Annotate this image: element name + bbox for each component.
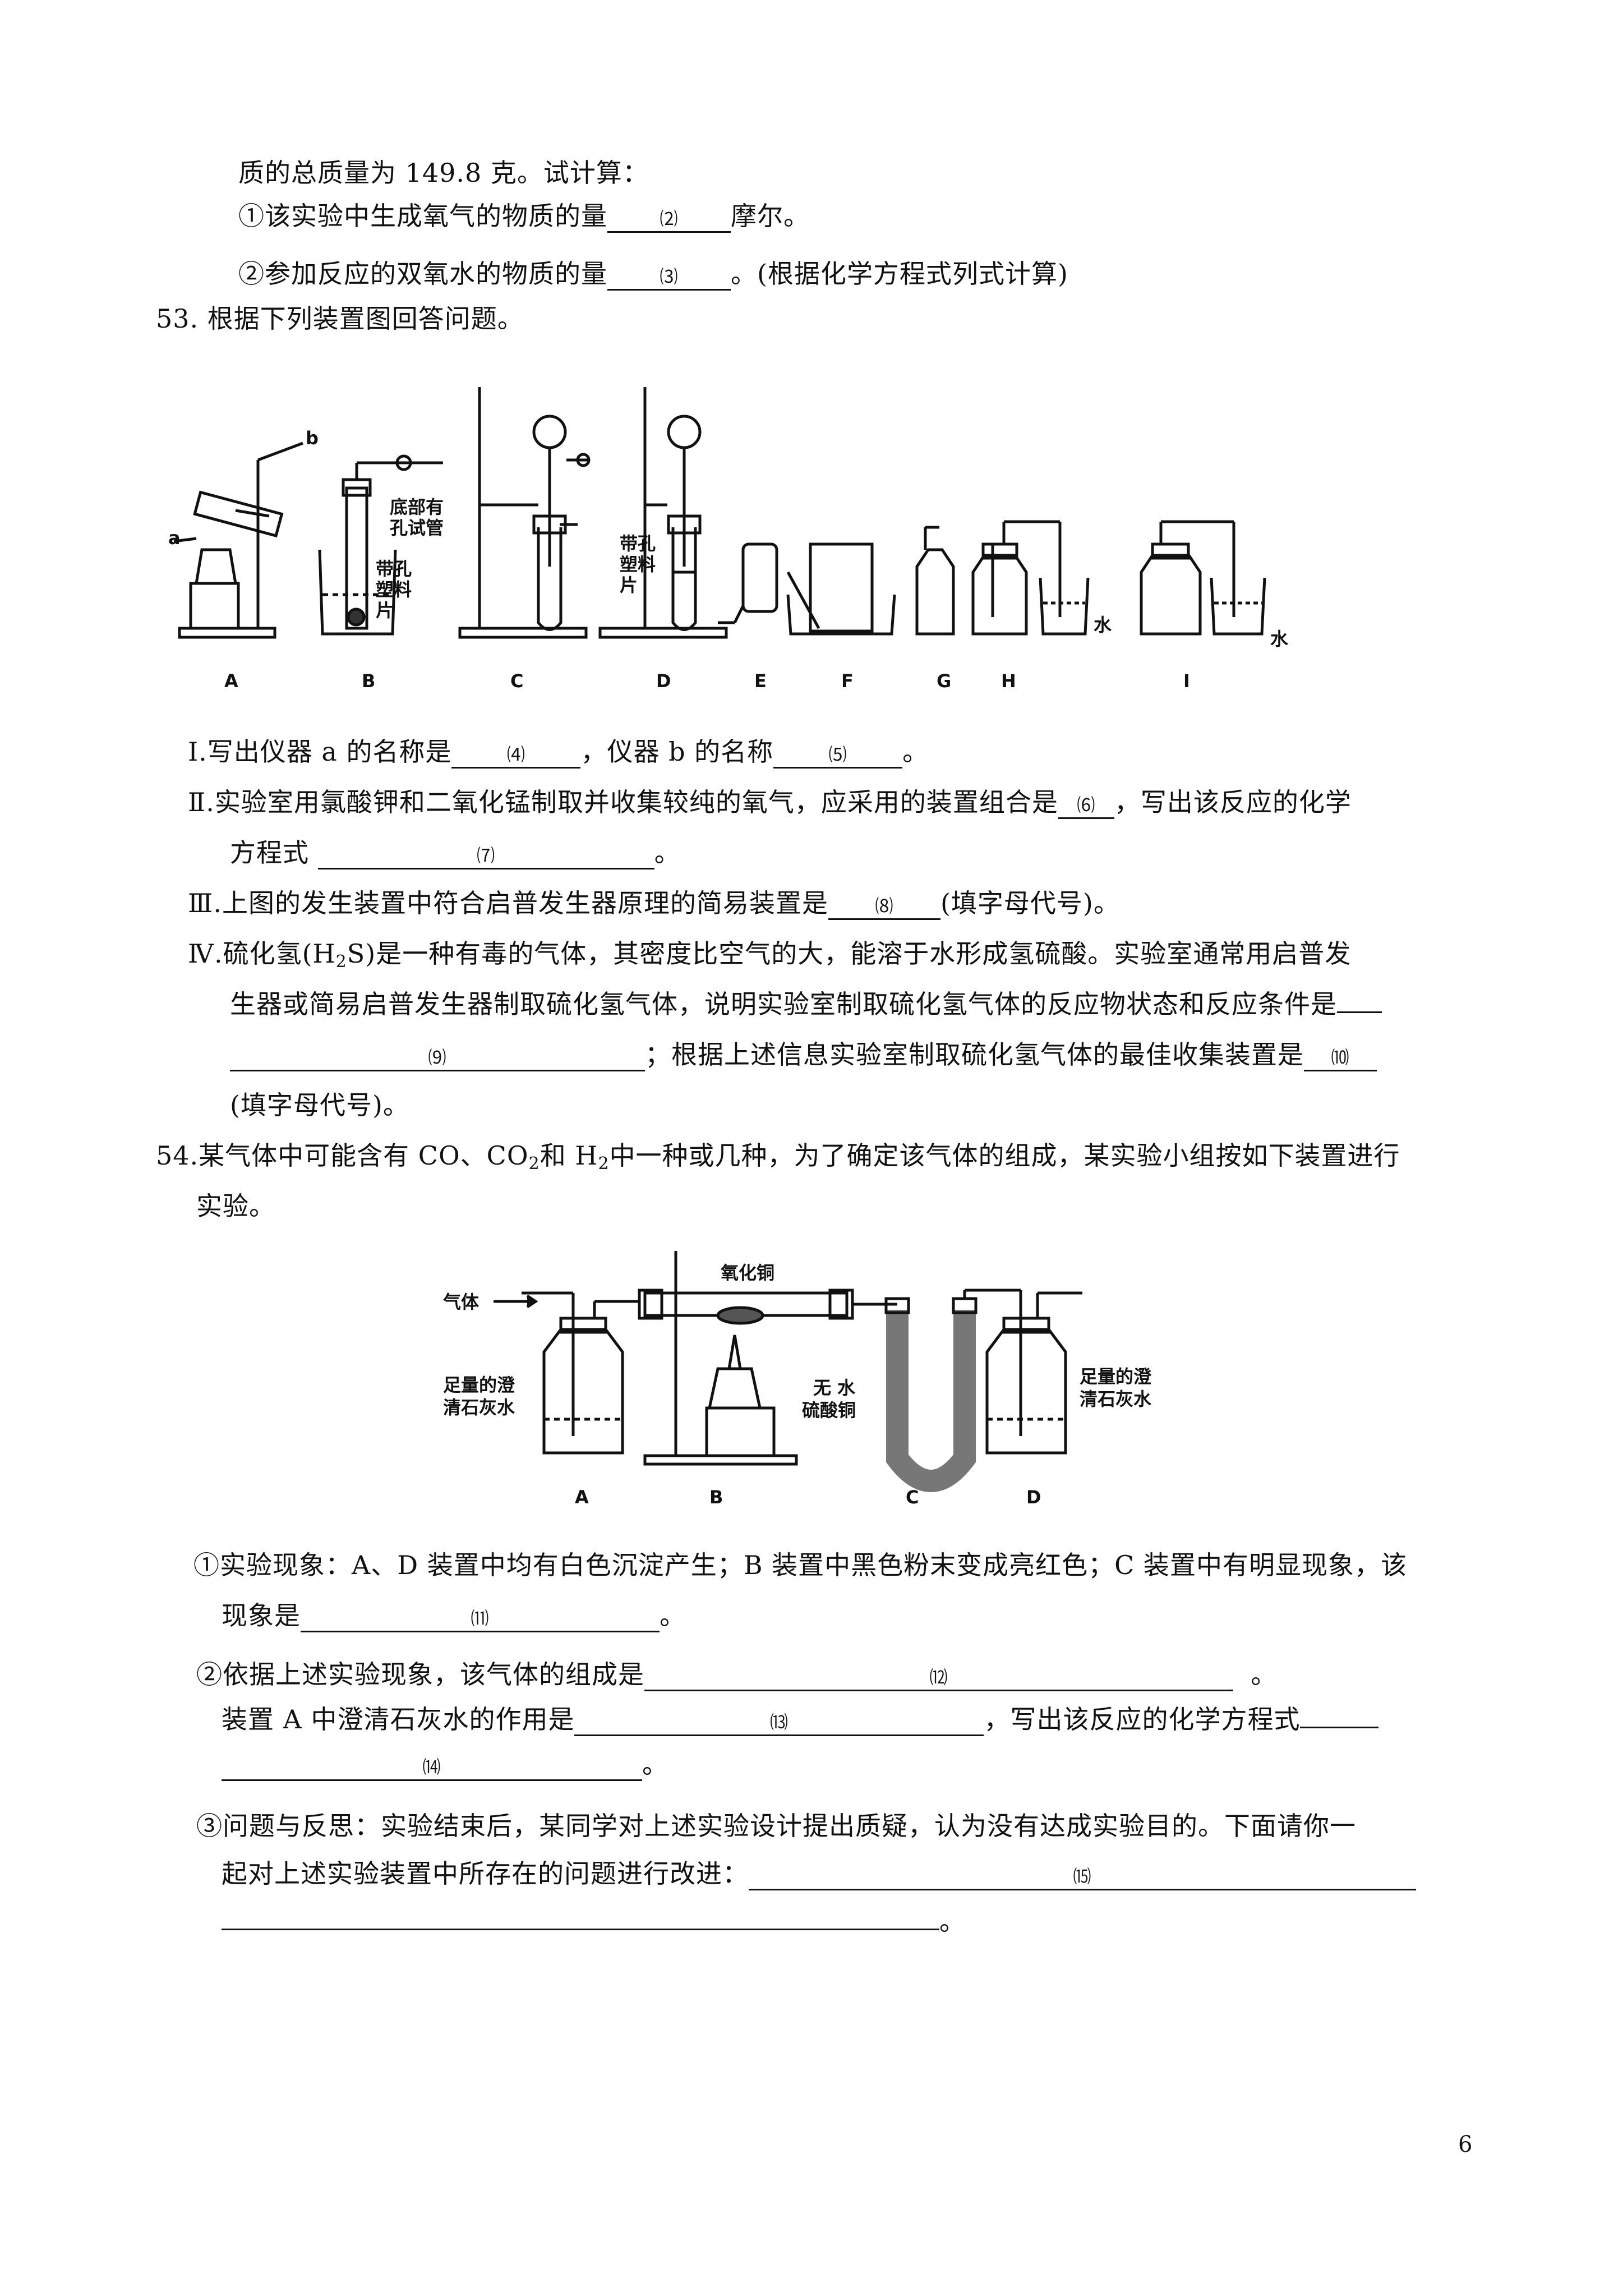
- blank-13[interactable]: ⒀: [574, 1711, 984, 1736]
- bottle-a: [522, 1291, 639, 1455]
- q54-part3-line2: 起对上述实验装置中所存在的问题进行改进：⒂: [222, 1857, 1416, 1890]
- q53-part4-line4: (填字母代号)。: [230, 1090, 409, 1120]
- apparatus-h: [971, 520, 1090, 636]
- blank-5[interactable]: ⑸: [773, 743, 903, 769]
- blank-14[interactable]: ⒁: [222, 1756, 642, 1781]
- label-A: A: [224, 670, 238, 692]
- blank-15-cont[interactable]: [222, 1927, 939, 1930]
- apparatus-g: [915, 526, 955, 636]
- q54-line1: 54.某气体中可能含有 CO、CO2和 H2中一种或几种，为了确定该气体的组成，…: [156, 1140, 1400, 1174]
- q53-part2-equation: 方程式 ⑺。: [230, 836, 681, 869]
- label-lime-a-1: 足量的澄: [443, 1374, 515, 1396]
- apparatus-d: [598, 387, 728, 639]
- label-b-text2: 孔试管: [390, 517, 444, 539]
- q52-continuation: 质的总质量为 149.8 克。试计算：: [238, 158, 649, 188]
- apparatus-i: [1140, 520, 1266, 636]
- q54-part2-line2: 装置 A 中澄清石灰水的作用是⒀，写出该反应的化学方程式: [222, 1703, 1379, 1736]
- q53-part2: Ⅱ.实验室用氯酸钾和二氧化锰制取并收集较纯的氧气，应采用的装置组合是⑹，写出该反…: [188, 785, 1352, 819]
- label-E: E: [754, 670, 767, 692]
- q54-part3-line1: ③问题与反思：实验结束后，某同学对上述实验设计提出质疑，认为没有达成实验目的。下…: [196, 1811, 1356, 1841]
- label-cuo: 氧化铜: [721, 1262, 774, 1283]
- label-B2: B: [709, 1487, 723, 1508]
- label-D2: D: [1026, 1487, 1041, 1508]
- blank-9-start[interactable]: [1337, 1010, 1382, 1013]
- label-G: G: [937, 670, 951, 692]
- q53-part4-line3: ⑼；根据上述信息实验室制取硫化氢气体的最佳收集装置是⑽: [230, 1038, 1377, 1071]
- label-lime-d-2: 清石灰水: [1080, 1388, 1152, 1410]
- label-cuso4-1: 无 水: [813, 1377, 856, 1398]
- label-D: D: [656, 670, 671, 692]
- q54-part3-line3: 。: [222, 1904, 966, 1938]
- q54-line2: 实验。: [196, 1191, 275, 1221]
- bottle-d: [985, 1290, 1082, 1455]
- q54-part2-line1: ②依据上述实验现象，该气体的组成是⑿ 。: [196, 1658, 1277, 1691]
- apparatus-b: [318, 454, 443, 636]
- blank-2[interactable]: ⑵: [607, 208, 731, 233]
- q54-part1-line1: ①实验现象：A、D 装置中均有白色沉淀产生；B 装置中黑色粉末变成亮红色；C 装…: [193, 1550, 1407, 1580]
- q52-part1: ①该实验中生成氧气的物质的量⑵摩尔。: [238, 199, 810, 233]
- blank-15[interactable]: ⒂: [749, 1865, 1416, 1890]
- label-b-text1: 底部有: [390, 496, 444, 518]
- apparatus-e: [718, 542, 778, 624]
- q53-part4-line1: Ⅳ.硫化氢(H2S)是一种有毒的气体，其密度比空气的大，能溶于水形成氢硫酸。实验…: [188, 938, 1352, 972]
- label-B: B: [362, 670, 375, 692]
- label-h-water: 水: [1094, 614, 1112, 636]
- q53-part4-line2: 生器或简易启普发生器制取硫化氢气体，说明实验室制取硫化氢气体的反应物状态和反应条…: [230, 987, 1382, 1021]
- label-a-mark: a: [168, 527, 181, 549]
- blank-6[interactable]: ⑹: [1058, 794, 1114, 819]
- label-b-mark: b: [306, 427, 319, 449]
- label-b-text3: 带孔: [376, 558, 412, 579]
- blank-3[interactable]: ⑶: [607, 265, 731, 291]
- q53-heading: 53. 根据下列装置图回答问题。: [156, 303, 524, 334]
- apparatus-a: [173, 441, 303, 639]
- label-b-text4: 塑料: [376, 579, 412, 600]
- label-lime-d-1: 足量的澄: [1080, 1366, 1152, 1387]
- blank-7[interactable]: ⑺: [317, 844, 654, 869]
- label-d-text1: 带孔: [620, 533, 656, 554]
- apparatus-b-combustion: [638, 1251, 897, 1466]
- blank-11[interactable]: ⑾: [301, 1607, 660, 1632]
- blank-8[interactable]: ⑻: [828, 895, 940, 920]
- apparatus-figure-54: 气体 氧化铜 无 水 硫酸铜 足量的澄 清石灰水 足量的澄 清石灰水 A B C…: [443, 1251, 1152, 1508]
- label-cuso4-2: 硫酸铜: [802, 1400, 856, 1421]
- label-I: I: [1183, 670, 1190, 692]
- q53-part1: Ⅰ.写出仪器 a 的名称是⑷，仪器 b 的名称⑸。: [188, 735, 929, 769]
- blank-12[interactable]: ⑿: [644, 1666, 1233, 1691]
- label-C2: C: [906, 1487, 919, 1508]
- blank-14-start[interactable]: [1300, 1726, 1379, 1728]
- blank-9[interactable]: ⑼: [230, 1046, 645, 1071]
- label-d-text2: 塑料: [620, 554, 656, 575]
- label-d-text3: 片: [620, 574, 638, 596]
- q54-part1-line2: 现象是⑾。: [222, 1599, 686, 1632]
- q54-part2-line3: ⒁。: [222, 1747, 668, 1781]
- blank-10[interactable]: ⑽: [1304, 1046, 1377, 1071]
- u-tube-c: [884, 1289, 1021, 1492]
- label-A2: A: [575, 1487, 589, 1508]
- label-F: F: [841, 670, 854, 692]
- page-number: 6: [1458, 2132, 1473, 2157]
- label-C: C: [510, 670, 523, 692]
- label-lime-a-2: 清石灰水: [443, 1397, 515, 1418]
- q52-part2: ②参加反应的双氧水的物质的量⑶。(根据化学方程式列式计算): [238, 257, 1068, 291]
- blank-4[interactable]: ⑷: [451, 743, 581, 769]
- apparatus-f: [786, 542, 896, 636]
- apparatus-figure-53: a b 底部有 孔试管 带孔 塑料 片 带孔 塑料 片 水 水 A B C D …: [168, 387, 1289, 692]
- label-H: H: [1001, 670, 1016, 692]
- q53-part3: Ⅲ.上图的发生装置中符合启普发生器原理的简易装置是⑻(填字母代号)。: [188, 886, 1120, 920]
- label-gas: 气体: [443, 1291, 479, 1313]
- apparatus-c: [458, 387, 591, 639]
- label-b-text5: 片: [376, 600, 394, 621]
- label-i-water: 水: [1270, 628, 1289, 650]
